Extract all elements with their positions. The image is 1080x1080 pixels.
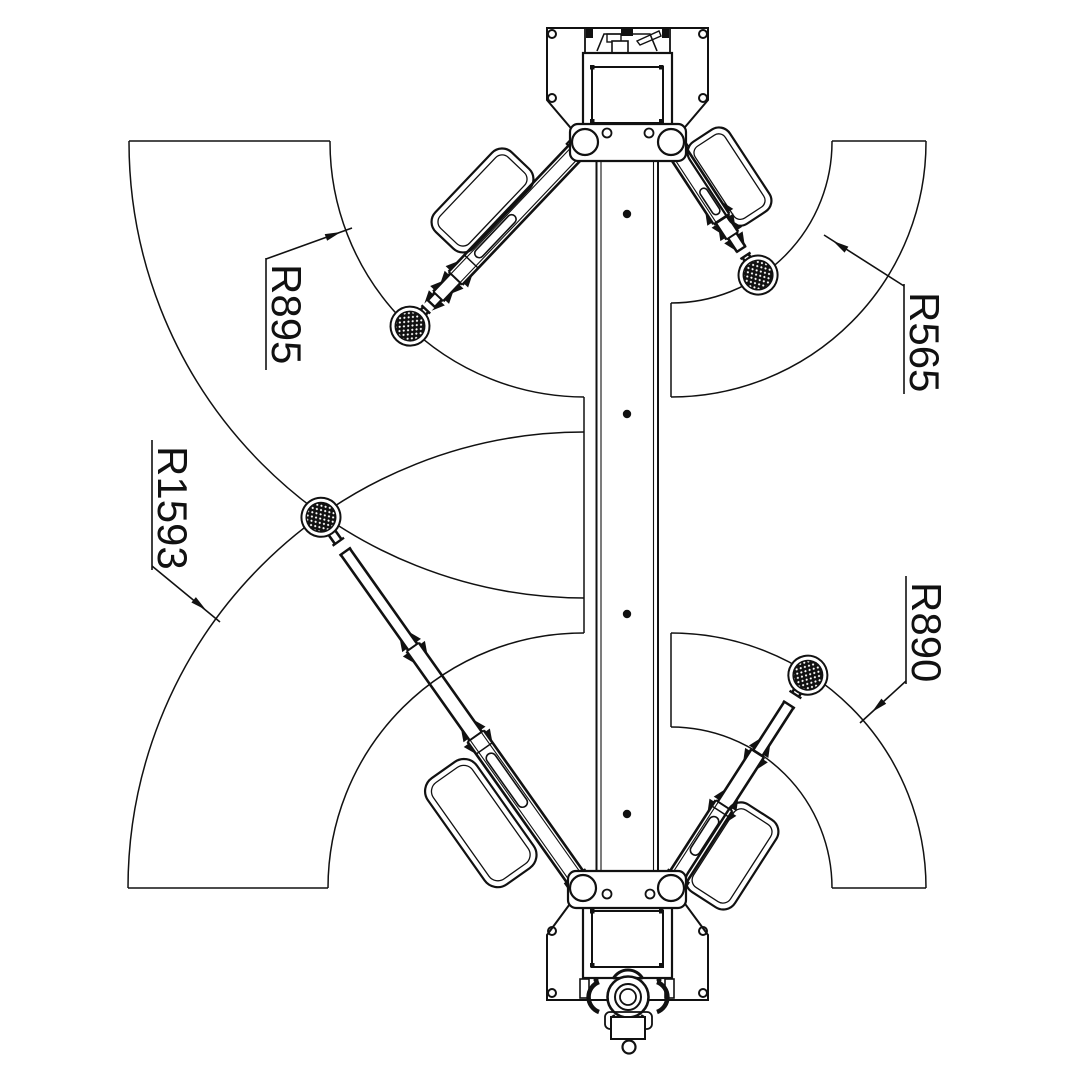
arm-joint-clamp (763, 743, 771, 758)
swing-arm-bottom-left (300, 496, 597, 900)
arm-joint-clamp (463, 273, 473, 288)
arm-joint-clamp (463, 743, 477, 755)
arrowhead (872, 698, 887, 712)
carriage-hole (601, 888, 613, 900)
arm-joint-clamp (718, 226, 726, 242)
dimension-r895: R895 (263, 227, 353, 370)
swing-arm-bottom-right (657, 654, 829, 911)
arm-joint-clamp (707, 798, 715, 813)
crossbeam (595, 161, 659, 871)
arm-joint-clamp (473, 719, 486, 731)
arm-joint-clamp (440, 270, 450, 285)
radius-label-r565: R565 (901, 292, 948, 392)
arm-slot (485, 752, 529, 809)
arm-joint-clamp (755, 759, 768, 771)
pump-port (621, 1039, 637, 1055)
anchor-hole (547, 988, 557, 998)
arm-pivot (570, 127, 600, 157)
post-top (546, 27, 709, 163)
anchor-hole (547, 29, 557, 39)
arm-slot (689, 815, 720, 856)
column-top (581, 51, 674, 132)
swing-arm-top-left (389, 129, 598, 347)
power-unit (579, 968, 675, 1055)
arm-joint-clamp (399, 638, 408, 653)
carriage-hole (601, 127, 613, 139)
anchor-hole (698, 926, 708, 936)
arc-bottom-left-inner (327, 632, 585, 889)
leader-line (151, 565, 221, 623)
arc-r565 (670, 140, 833, 304)
arm-joint-clamp (445, 260, 459, 271)
anchor-hole (698, 988, 708, 998)
carriage-bottom (566, 869, 688, 910)
arm-joint-clamp (748, 737, 762, 749)
carriage-hole (644, 888, 656, 900)
anchor-hole (698, 93, 708, 103)
arc-top-right-outer (670, 140, 927, 398)
arrowhead (833, 241, 849, 253)
carriage-hole (643, 127, 655, 139)
arc-r890 (670, 632, 927, 889)
arm-joint-clamp (743, 747, 751, 762)
radius-label-r895: R895 (263, 264, 310, 364)
beam-bolt (622, 209, 632, 219)
arm-rest-bracket (423, 757, 538, 889)
arm-joint-clamp (705, 211, 713, 226)
arc-top-left-outer (128, 140, 585, 599)
pump-box (610, 1016, 646, 1040)
arm-joint-clamp (484, 728, 493, 743)
arm-joint-clamp (713, 788, 726, 800)
carriage-top (568, 122, 688, 163)
arm-pivot (656, 873, 686, 903)
swing-arm-top-right (657, 126, 779, 296)
arm-pivot (656, 127, 686, 157)
arm-joint-clamp (450, 284, 464, 294)
arc-r895 (329, 140, 585, 398)
arm-joint-clamp (729, 219, 743, 231)
arm-joint-clamp (430, 280, 444, 291)
anchor-hole (698, 29, 708, 39)
arc-bottom-right-inner (670, 726, 833, 889)
radius-label-r1593: R1593 (149, 446, 196, 570)
swing-range-arcs (127, 140, 927, 889)
arm-joint-clamp (737, 231, 745, 246)
beam-bolt (622, 809, 632, 819)
radius-label-r890: R890 (903, 582, 950, 682)
arm-pivot (568, 873, 598, 903)
post-bottom (546, 869, 709, 1055)
dimension-r890: R890 (859, 576, 950, 724)
column-bottom-inner (591, 910, 664, 968)
anchor-hole (547, 926, 557, 936)
arm-slot (473, 213, 517, 259)
arc-r1593 (127, 431, 585, 889)
arrowhead (324, 232, 341, 241)
anchor-hole (547, 93, 557, 103)
dimension-r1593: R1593 (149, 440, 221, 623)
motor-cap-top (584, 28, 671, 54)
arm-joint-clamp (460, 728, 469, 743)
arm-joint-clamp (420, 640, 428, 656)
arm-joint-clamp (408, 631, 421, 643)
beam-bolt (622, 609, 632, 619)
beam-bolt (622, 409, 632, 419)
arm-slot (699, 187, 721, 216)
arm-joint-clamp (724, 812, 737, 824)
arrowhead (191, 597, 206, 610)
arm-joint-clamp (731, 797, 739, 812)
arm-joint-clamp (724, 240, 737, 252)
arm-rest-bracket (430, 147, 535, 254)
arm-joint-clamp (721, 201, 734, 213)
arm-joint-clamp (402, 653, 416, 664)
arm-rest-bracket (684, 801, 780, 911)
arm-joint-clamp (444, 290, 454, 304)
dimension-r565: R565 (823, 234, 948, 394)
